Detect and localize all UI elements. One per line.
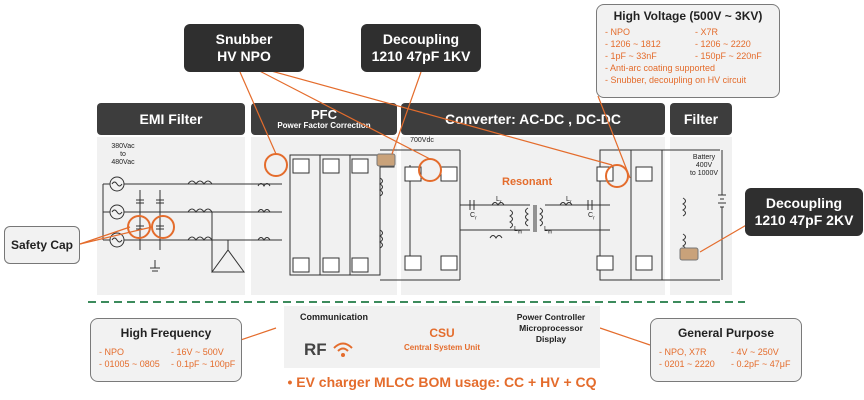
input-voltage-line: to <box>120 151 126 158</box>
bom-usage-footer: • EV charger MLCC BOM usage: CC + HV + C… <box>287 374 597 390</box>
emi-filter-label: EMI Filter <box>139 110 203 127</box>
hv-spec: - X7R <box>695 27 719 37</box>
hv-spec: - 1pF ~ 33nF <box>605 51 657 61</box>
hv-note: - Anti-arc coating supported <box>605 63 716 73</box>
dc-bus-label: 700Vdc <box>410 137 434 144</box>
resonant-label: Resonant <box>502 176 553 188</box>
decoupling-top-callout: Decoupling 1210 47pF 1KV <box>361 24 481 72</box>
input-voltage-line: 480Vac <box>111 159 135 166</box>
decoupling-top-spec: 1210 47pF 1KV <box>371 48 471 64</box>
power-line: Microprocessor <box>519 323 583 333</box>
safety-cap-label: Safety Cap <box>10 238 74 252</box>
battery-line: 400V <box>695 162 713 169</box>
power-controller-block: Power Controller Microprocessor Display <box>506 312 596 345</box>
gp-spec: - 0.2pF ~ 47μF <box>731 359 791 369</box>
decoupling-right-callout: Decoupling 1210 47pF 2KV <box>745 188 863 236</box>
snubber-callout: Snubber HV NPO <box>184 24 304 72</box>
input-voltage-line: 380Vac <box>111 143 135 150</box>
battery-line: to 1000V <box>689 170 719 177</box>
general-purpose-box: General Purpose - NPO, X7R - 0201 ~ 2220… <box>650 318 802 382</box>
lr-left-label: Lr <box>496 196 502 205</box>
converter-header: Converter: AC-DC , DC-DC <box>401 103 665 135</box>
hv-spec: - NPO <box>605 27 631 37</box>
converter-label: Converter: AC-DC , DC-DC <box>444 110 622 127</box>
hf-spec: - 0.1pF ~ 100pF <box>171 359 236 369</box>
filter-header: Filter <box>670 103 732 135</box>
hv-note: - Snubber, decoupling on HV circuit <box>605 75 747 85</box>
decoupling-top-title: Decoupling <box>382 30 460 47</box>
communication-label: Communication <box>300 312 369 322</box>
gp-spec: - 0201 ~ 2220 <box>659 359 715 369</box>
hf-spec: - NPO <box>99 347 125 357</box>
rf-label: RF <box>304 340 327 359</box>
high-frequency-box: High Frequency - NPO - 01005 ~ 0805 - 16… <box>90 318 242 382</box>
general-purpose-title: General Purpose <box>677 326 775 340</box>
high-frequency-title: High Frequency <box>120 326 212 340</box>
mlcc-chip-icon <box>376 153 699 261</box>
hf-spec: - 16V ~ 500V <box>171 347 224 357</box>
subscript: r <box>475 215 477 222</box>
lr-label: L <box>496 196 500 203</box>
lm-left-label: Lm <box>514 226 522 235</box>
cr-right-label: Cr <box>588 212 595 221</box>
subscript: m <box>517 229 523 236</box>
emi-filter-header: EMI Filter <box>97 103 245 135</box>
snubber-title: Snubber <box>215 30 273 47</box>
power-line: Power Controller <box>516 312 586 322</box>
battery-line: Battery <box>692 154 716 161</box>
power-line: Display <box>535 334 567 344</box>
csu-subtitle: Central System Unit <box>403 343 481 352</box>
subscript: r <box>569 199 572 206</box>
cr-left-label: Cr <box>470 212 477 221</box>
hf-spec: - 01005 ~ 0805 <box>99 359 160 369</box>
lm-label: L <box>544 226 548 233</box>
gp-spec: - NPO, X7R <box>659 347 707 357</box>
lr-right-label: Lr <box>566 196 572 205</box>
pfc-title: PFC <box>311 106 337 122</box>
lm-label: L <box>514 226 518 233</box>
subscript: r <box>499 199 502 206</box>
wifi-icon <box>333 342 353 357</box>
pfc-subtitle: Power Factor Correction <box>277 120 371 130</box>
subscript: r <box>593 215 595 222</box>
emi-section <box>97 137 245 295</box>
input-voltage-label: 380Vac to 480Vac <box>103 143 143 167</box>
csu-title: CSU <box>429 326 455 340</box>
csu-panel: Communication RF CSU Central System Unit… <box>284 306 600 368</box>
subscript: m <box>547 229 553 236</box>
lr-label: L <box>566 196 570 203</box>
lm-right-label: Lm <box>544 226 552 235</box>
safety-cap-callout: Safety Cap <box>4 226 80 264</box>
decoupling-right-title: Decoupling <box>765 194 843 211</box>
snubber-subtitle: HV NPO <box>217 48 271 64</box>
decoupling-right-spec: 1210 47pF 2KV <box>754 212 854 228</box>
high-voltage-title: High Voltage (500V ~ 3KV) <box>613 9 763 23</box>
cr-label: C <box>470 212 476 219</box>
high-voltage-box: High Voltage (500V ~ 3KV) - NPO - 1206 ~… <box>596 4 780 98</box>
hv-spec: - 1206 ~ 1812 <box>605 39 661 49</box>
hv-spec: - 150pF ~ 220nF <box>695 51 762 61</box>
hv-spec: - 1206 ~ 2220 <box>695 39 751 49</box>
filter-label: Filter <box>683 110 719 127</box>
cr-label: C <box>588 212 594 219</box>
gp-spec: - 4V ~ 250V <box>731 347 779 357</box>
battery-label: Battery 400V to 1000V <box>680 154 728 178</box>
